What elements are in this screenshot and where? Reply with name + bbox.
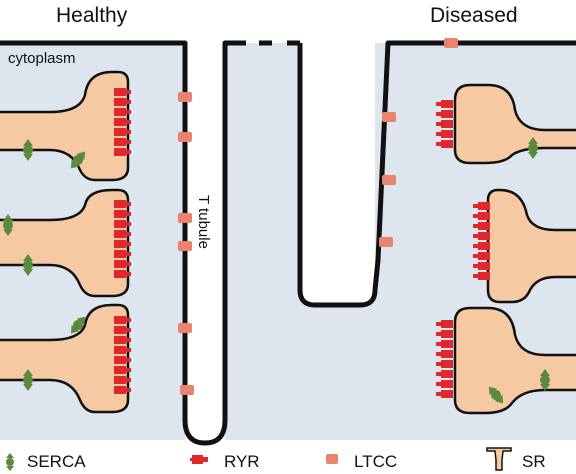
ryr-channel (114, 118, 131, 126)
ryr-channel (114, 316, 131, 324)
ltcc-icon (326, 454, 338, 464)
legend-label-sr: SR (522, 452, 546, 471)
ryr-channel (473, 252, 490, 260)
ryr-channel (114, 346, 131, 354)
ryr-icon (190, 455, 208, 464)
serca-pump (70, 316, 86, 334)
serca-pump (23, 369, 33, 391)
ryr-channel (114, 326, 131, 334)
ryr-channel (114, 108, 131, 116)
ltcc-channel (379, 237, 393, 247)
ryr-channel (114, 128, 131, 136)
ltcc-channel (382, 175, 396, 185)
t-tubule-label: T tubule (195, 195, 212, 249)
legend-item-serca: SERCA (6, 452, 86, 471)
ryr-channel (114, 356, 131, 364)
legend: SERCA RYR LTCC SR (6, 447, 546, 471)
sr-diseased-1 (453, 83, 576, 165)
serca-pumps (3, 137, 550, 404)
ryr-channel (114, 138, 131, 146)
healthy-sr-group (0, 70, 130, 414)
ryr-channel (436, 120, 453, 128)
ryr-channel (436, 340, 453, 348)
ryr-channel (473, 222, 490, 230)
ryr-channel (436, 110, 453, 118)
ryr-channel (473, 242, 490, 250)
ryr-channel (114, 270, 131, 278)
ryr-channel (114, 148, 131, 156)
ryr-channel (114, 386, 131, 394)
ryr-channel (114, 260, 131, 268)
serca-pump (23, 254, 33, 276)
ryr-channel (436, 380, 453, 388)
ryr-channel (436, 390, 453, 398)
serca-icon (6, 453, 14, 471)
ryr-channel (436, 130, 453, 138)
sr-healthy-1 (0, 70, 130, 182)
ryr-channel (473, 272, 490, 280)
diseased-sarcolemma (297, 40, 576, 308)
ryr-channel (114, 220, 131, 228)
ryr-channel (436, 360, 453, 368)
healthy-label: Healthy (56, 4, 128, 27)
ryr-channel (114, 200, 131, 208)
ryr-channel (114, 230, 131, 238)
ryr-channel (436, 100, 453, 108)
legend-label-ryr: RYR (224, 452, 260, 471)
ltcc-channel (178, 323, 192, 333)
legend-item-ltcc: LTCC (326, 452, 397, 471)
ryr-channel (114, 250, 131, 258)
ltcc-channel (382, 112, 396, 122)
sr-icon (486, 447, 512, 471)
ryr-channel (114, 366, 131, 374)
ltcc-channel (178, 132, 192, 142)
diseased-label: Diseased (430, 4, 518, 27)
ltcc-channel (180, 385, 194, 395)
ryr-channel (436, 140, 453, 148)
ryr-channel (473, 212, 490, 220)
ryr-channel (436, 320, 453, 328)
ltcc-channel (178, 241, 192, 251)
ryr-channel (473, 202, 490, 210)
ryr-channel (114, 98, 131, 106)
legend-label-serca: SERCA (27, 452, 86, 471)
ryr-channel (473, 232, 490, 240)
ryr-channel (114, 210, 131, 218)
serca-pump (3, 214, 13, 236)
serca-pump (540, 369, 550, 391)
sr-healthy-3 (0, 303, 130, 414)
ltcc-channel (178, 92, 192, 102)
ryr-channels (114, 88, 490, 398)
ryr-channel (436, 350, 453, 358)
cytoplasm-label: cytoplasm (8, 50, 76, 67)
membranes (0, 40, 576, 446)
serca-pump (488, 386, 504, 404)
legend-item-sr: SR (486, 447, 546, 471)
healthy-sarcolemma (0, 40, 246, 446)
ryr-channel (473, 262, 490, 270)
legend-item-ryr: RYR (190, 452, 260, 471)
legend-label-ltcc: LTCC (354, 452, 397, 471)
ryr-channel (114, 88, 131, 96)
ryr-channel (436, 370, 453, 378)
ltcc-channels (178, 38, 458, 395)
ltcc-channel (444, 38, 458, 48)
serca-pump (528, 137, 538, 159)
ltcc-channel (178, 213, 192, 223)
ryr-channel (114, 376, 131, 384)
ryr-channel (114, 336, 131, 344)
ryr-channel (114, 240, 131, 248)
serca-pump (70, 151, 86, 169)
ryr-channel (436, 330, 453, 338)
serca-pump (23, 139, 33, 161)
